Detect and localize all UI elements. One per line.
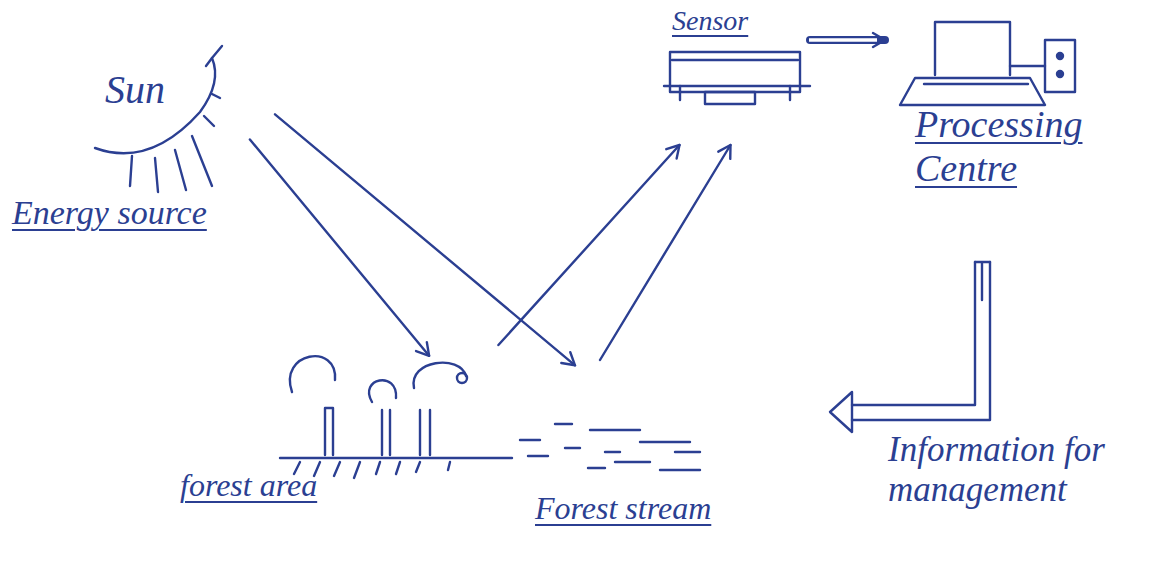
connector-arrow [250,140,429,356]
sensor-leg [680,86,790,100]
info-arrow [852,262,975,405]
stream-dash [520,424,700,470]
sensor-line [672,59,798,61]
tree-trunk [325,408,333,455]
connector-line [275,114,575,365]
node-box: forest area [175,345,505,525]
sun-ray [212,94,220,98]
node-title: Processing Centre [915,103,1100,190]
sun-ray [175,150,186,190]
tree-canopy [290,356,335,392]
annotation-label: Information for management [888,430,1110,511]
node-title: forest area [180,467,410,504]
sun-hook [206,58,212,66]
sun-ray [155,158,158,192]
node-caption: Energy source [12,193,267,232]
computer-cable [1010,65,1045,67]
connector-line [810,36,885,44]
tree-trunk [420,410,430,455]
connector-arrow [809,40,885,41]
ground-hatch [294,462,450,478]
ground-line [280,457,512,459]
node-title: Sensor [672,5,808,37]
sensor-line [664,85,810,87]
connector-arrow [275,114,575,365]
node-title: Sun [105,67,215,113]
sun-ray [130,156,132,186]
info-arrow-head [830,392,852,432]
tree-trunk [382,410,390,455]
cpu-dot [1057,71,1063,77]
tree-canopy [369,380,396,402]
connector-arrow [498,145,679,345]
connector-line [600,145,731,360]
node-title: Forest stream [535,490,765,527]
computer-base [900,78,1045,105]
connector-inner [809,38,877,41]
tree-canopy [414,363,466,388]
info-arrow [852,262,990,420]
node-box: Sensor [660,5,810,145]
node-box: Processing Centre [885,15,1105,215]
sensor-base [705,92,755,104]
connector-line [250,140,429,356]
connector-arrow [600,145,731,360]
computer-keyboard [924,83,1028,85]
info-arrow-cap [975,262,990,300]
cpu-dot [1057,53,1063,59]
computer-screen [935,22,1010,75]
sun-ray [204,116,214,126]
sun-ray [192,136,212,186]
node-box: SunEnergy source [5,45,275,255]
connector-line [498,145,679,345]
sun-arc [95,46,222,153]
node-box: Forest stream [515,360,765,535]
tree-canopy [457,373,467,383]
cpu-box [1045,40,1075,92]
